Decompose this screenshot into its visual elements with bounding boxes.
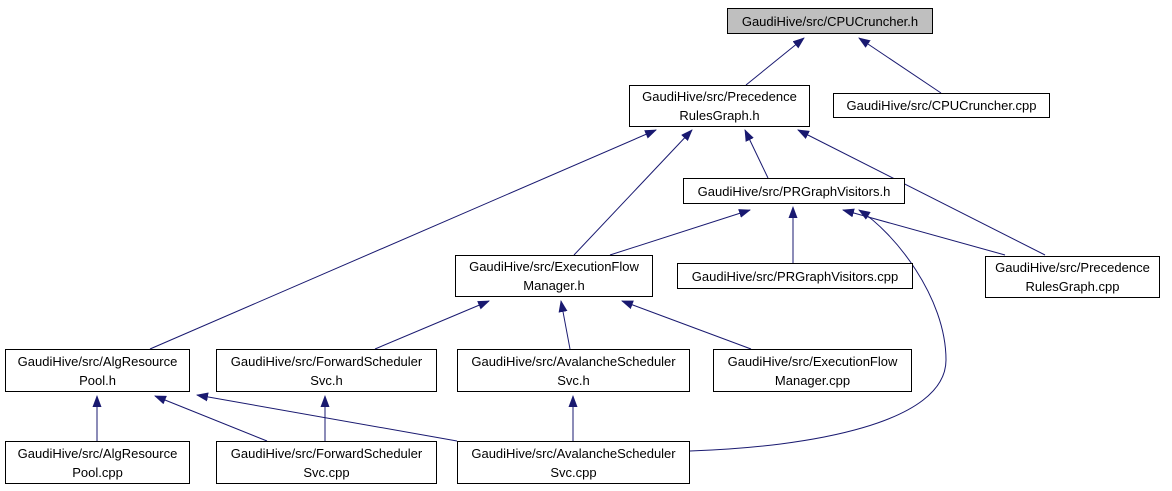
node-avalancheschedulersvc-h[interactable]: GaudiHive/src/AvalancheScheduler Svc.h [457,349,690,392]
node-algresourcepool-h[interactable]: GaudiHive/src/AlgResource Pool.h [5,349,190,392]
node-label: GaudiHive/src/AvalancheScheduler [471,353,676,369]
edge-cpucruncher_cpp-to-cpucruncher_h [858,37,942,94]
edge-avalancheschedulersvc_h-to-executionflowmanager_h [558,300,571,350]
node-label: Svc.h [557,372,590,388]
node-label: Svc.h [310,372,343,388]
edge-forwardschedulersvc_h-to-executionflowmanager_h [374,300,490,350]
node-label: Manager.cpp [774,372,851,388]
edge-avalancheschedulersvc_cpp-to-prgraphvisitors_h [689,209,947,452]
node-label: GaudiHive/src/ForwardScheduler [230,353,423,369]
edge-prgraphvisitors_h-to-precedencerulesgraph_h [744,129,769,179]
node-cpucruncher-cpp[interactable]: GaudiHive/src/CPUCruncher.cpp [833,93,1050,118]
node-executionflowmanager-h[interactable]: GaudiHive/src/ExecutionFlow Manager.h [455,255,653,297]
node-forwardschedulersvc-h[interactable]: GaudiHive/src/ForwardScheduler Svc.h [216,349,437,392]
node-label: RulesGraph.h [679,108,760,123]
node-prgraphvisitors-cpp[interactable]: GaudiHive/src/PRGraphVisitors.cpp [677,263,913,289]
node-label: Pool.h [79,372,116,388]
node-label: GaudiHive/src/PRGraphVisitors.cpp [691,268,899,284]
node-forwardschedulersvc-cpp[interactable]: GaudiHive/src/ForwardScheduler Svc.cpp [216,441,437,484]
node-label: GaudiHive/src/AlgResource [17,445,178,461]
node-label: GaudiHive/src/Precedence [995,260,1150,275]
edge-precedencerulesgraph_h-to-cpucruncher_h [745,37,805,86]
node-label: GaudiHive/src/AvalancheScheduler [471,445,676,461]
node-label: GaudiHive/src/Precedence [642,89,797,104]
edge-precedencerulesgraph_cpp-to-prgraphvisitors_h [842,208,1006,256]
edge-forwardschedulersvc_cpp-to-algresourcepool_h [154,395,268,442]
node-label: GaudiHive/src/ExecutionFlow [727,353,898,369]
node-label: Pool.cpp [72,464,123,480]
edge-avalancheschedulersvc_cpp-to-algresourcepool_h [196,392,458,442]
node-label: GaudiHive/src/AlgResource [17,353,178,369]
edge-executionflowmanager_cpp-to-executionflowmanager_h [621,300,752,350]
node-label: Manager.h [523,278,585,293]
node-label: GaudiHive/src/ForwardScheduler [230,445,423,461]
edge-executionflowmanager_h-to-prgraphvisitors_h [609,209,751,256]
node-label: GaudiHive/src/CPUCruncher.cpp [846,98,1037,113]
node-prgraphvisitors-h[interactable]: GaudiHive/src/PRGraphVisitors.h [683,178,905,204]
edge-precedencerulesgraph_cpp-to-precedencerulesgraph_h [797,129,1046,256]
node-label: GaudiHive/src/ExecutionFlow [469,259,639,274]
node-label: GaudiHive/src/CPUCruncher.h [741,13,919,29]
node-label: Svc.cpp [303,464,350,480]
node-cpucruncher-h[interactable]: GaudiHive/src/CPUCruncher.h [727,8,933,34]
node-label: RulesGraph.cpp [1025,279,1120,294]
node-label: Svc.cpp [550,464,597,480]
edge-executionflowmanager_h-to-precedencerulesgraph_h [573,129,693,256]
node-precedencerulesgraph-h[interactable]: GaudiHive/src/Precedence RulesGraph.h [629,85,810,127]
node-label: GaudiHive/src/PRGraphVisitors.h [697,183,891,199]
node-algresourcepool-cpp[interactable]: GaudiHive/src/AlgResource Pool.cpp [5,441,190,484]
edge-algresourcepool_h-to-precedencerulesgraph_h [149,129,657,350]
node-avalancheschedulersvc-cpp[interactable]: GaudiHive/src/AvalancheScheduler Svc.cpp [457,441,690,484]
node-precedencerulesgraph-cpp[interactable]: GaudiHive/src/Precedence RulesGraph.cpp [985,256,1160,298]
node-executionflowmanager-cpp[interactable]: GaudiHive/src/ExecutionFlow Manager.cpp [713,349,912,392]
